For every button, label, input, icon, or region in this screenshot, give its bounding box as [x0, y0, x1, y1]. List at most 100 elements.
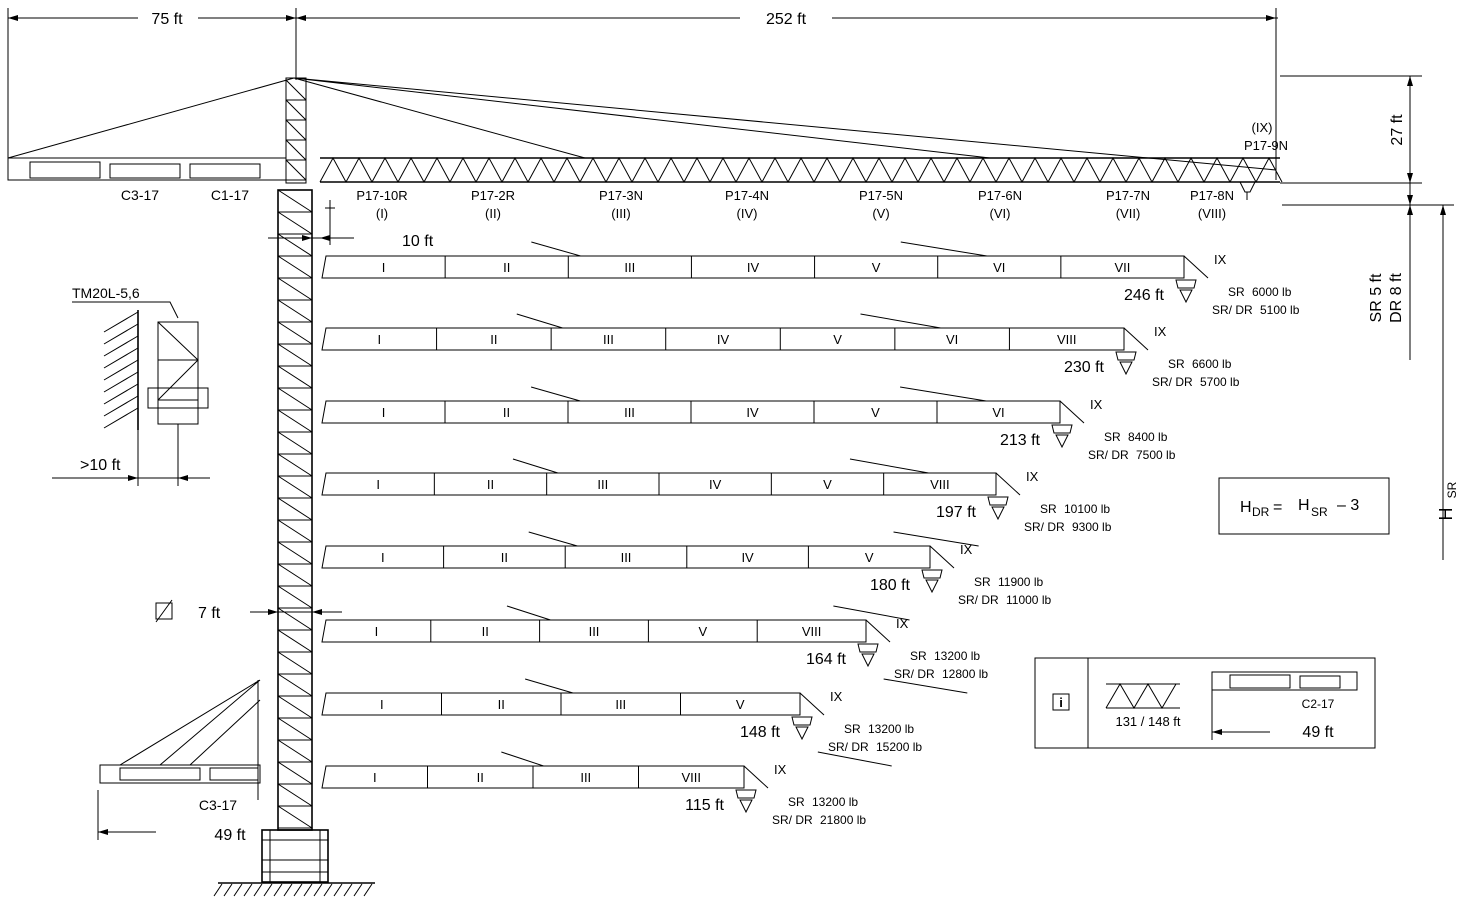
jib-cell: II — [487, 477, 494, 492]
sr-label: SR — [974, 575, 991, 589]
jib-cell: III — [589, 624, 600, 639]
dr-load: 15200 lb — [876, 740, 922, 754]
sr-label: SR — [1168, 357, 1185, 371]
dr-load: 5700 lb — [1200, 375, 1240, 389]
tip-label: IX — [1214, 252, 1227, 267]
jib-cell: IV — [709, 477, 722, 492]
offset-dimension: 10 ft — [268, 200, 434, 250]
jib-cell: IV — [717, 332, 730, 347]
formula-eq: = — [1273, 499, 1282, 516]
dr-label: SR/ DR — [1152, 375, 1193, 389]
radius-label: 180 ft — [870, 577, 911, 594]
tip-label: IX — [1154, 324, 1167, 339]
radius-label: 213 ft — [1000, 432, 1041, 449]
jib-cell: I — [380, 697, 384, 712]
jib-cell: II — [482, 624, 489, 639]
info-icon — [1052, 693, 1070, 711]
dr-load: 7500 lb — [1136, 448, 1176, 462]
section-name-5: P17-5N — [859, 188, 903, 203]
dr-label: SR/ DR — [958, 593, 999, 607]
radius-label: 148 ft — [740, 724, 781, 741]
sr-load: 13200 lb — [934, 649, 980, 663]
dr-label: SR/ DR — [772, 813, 813, 827]
tower-width-label: 7 ft — [198, 605, 221, 622]
head-height-label: 27 ft — [1389, 114, 1406, 146]
dr-load: 12800 lb — [942, 667, 988, 681]
dr-label: SR/ DR — [894, 667, 935, 681]
jib-cell: II — [503, 260, 510, 275]
section-roman-4: (IV) — [737, 206, 758, 221]
jib-cell: I — [377, 332, 381, 347]
section-name-6: P17-6N — [978, 188, 1022, 203]
jib-cell: III — [624, 260, 635, 275]
section-name-7: P17-7N — [1106, 188, 1150, 203]
sr-load: 13200 lb — [868, 722, 914, 736]
sr-load: 6000 lb — [1252, 285, 1292, 299]
dr-load: 9300 lb — [1072, 520, 1112, 534]
jib-cell: V — [833, 332, 842, 347]
main-jib-labels: P17-10R (I) P17-2R (II) P17-3N (III) P17-4N (IV… — [356, 188, 1234, 221]
tip-label: IX — [830, 689, 843, 704]
jib-cell: V — [823, 477, 832, 492]
jib-cell: VI — [946, 332, 958, 347]
section-roman-6: (VI) — [990, 206, 1011, 221]
h-sr-label: H — [1436, 508, 1456, 521]
tip-label: IX — [774, 762, 787, 777]
info-length: 49 ft — [1302, 724, 1334, 741]
section-name-3: P17-3N — [599, 188, 643, 203]
offset-label: 10 ft — [402, 233, 434, 250]
section-roman-7: (VII) — [1116, 206, 1141, 221]
info-box: i 131 / 148 ft C2-17 49 ft — [1034, 657, 1376, 749]
sr-label: SR — [844, 722, 861, 736]
h-sr-subscript: SR — [1445, 481, 1459, 498]
formula-box: H DR = H SR – 3 — [1218, 477, 1390, 535]
jib-cell: I — [382, 260, 386, 275]
jib-cell: V — [736, 697, 745, 712]
jib-cell: III — [580, 770, 591, 785]
jib-cell: V — [871, 405, 880, 420]
section-roman-3: (III) — [611, 206, 631, 221]
section-roman-1: (I) — [376, 206, 388, 221]
section-name-4: P17-4N — [725, 188, 769, 203]
dr-label: SR/ DR — [1024, 520, 1065, 534]
section-name-2: P17-2R — [471, 188, 515, 203]
section-name-1: P17-10R — [356, 188, 407, 203]
radius-label: 197 ft — [936, 504, 977, 521]
sr-label: SR — [1040, 502, 1057, 516]
section-roman-8: (VIII) — [1198, 206, 1226, 221]
formula-tail: – 3 — [1337, 497, 1359, 514]
tip-section-name: P17-9N — [1244, 138, 1288, 153]
sr-load: 10100 lb — [1064, 502, 1110, 516]
base-counterjib-length: 49 ft — [214, 827, 246, 844]
sr-label: SR — [1104, 430, 1121, 444]
jib-cell: III — [615, 697, 626, 712]
jib-cell: III — [621, 550, 632, 565]
tip-section-roman: (IX) — [1252, 120, 1273, 135]
sr-label: SR — [788, 795, 805, 809]
formula-rhs: H — [1298, 497, 1310, 514]
dr-label: SR/ DR — [1212, 303, 1253, 317]
head-height-dimension: 27 ft SR 5 ft DR 8 ft H SR — [1280, 75, 1459, 560]
radius-label: 246 ft — [1124, 287, 1165, 304]
tip-label: IX — [960, 542, 973, 557]
section-roman-2: (II) — [485, 206, 501, 221]
jib-length: 252 ft — [766, 11, 807, 28]
section-name-8: P17-8N — [1190, 188, 1234, 203]
jib-cell: VIII — [802, 624, 822, 639]
jib-cell: V — [865, 550, 874, 565]
tip-label: IX — [896, 616, 909, 631]
base-counterjib: C3-17 49 ft — [97, 679, 261, 844]
jib-cell: I — [373, 770, 377, 785]
base-ballast-label: C3-17 — [199, 797, 237, 813]
dr-label: SR/ DR — [828, 740, 869, 754]
jib-cell: I — [381, 550, 385, 565]
jib-cell: III — [597, 477, 608, 492]
jib-cell: II — [477, 770, 484, 785]
jib-cell: III — [624, 405, 635, 420]
sr-load: 8400 lb — [1128, 430, 1168, 444]
